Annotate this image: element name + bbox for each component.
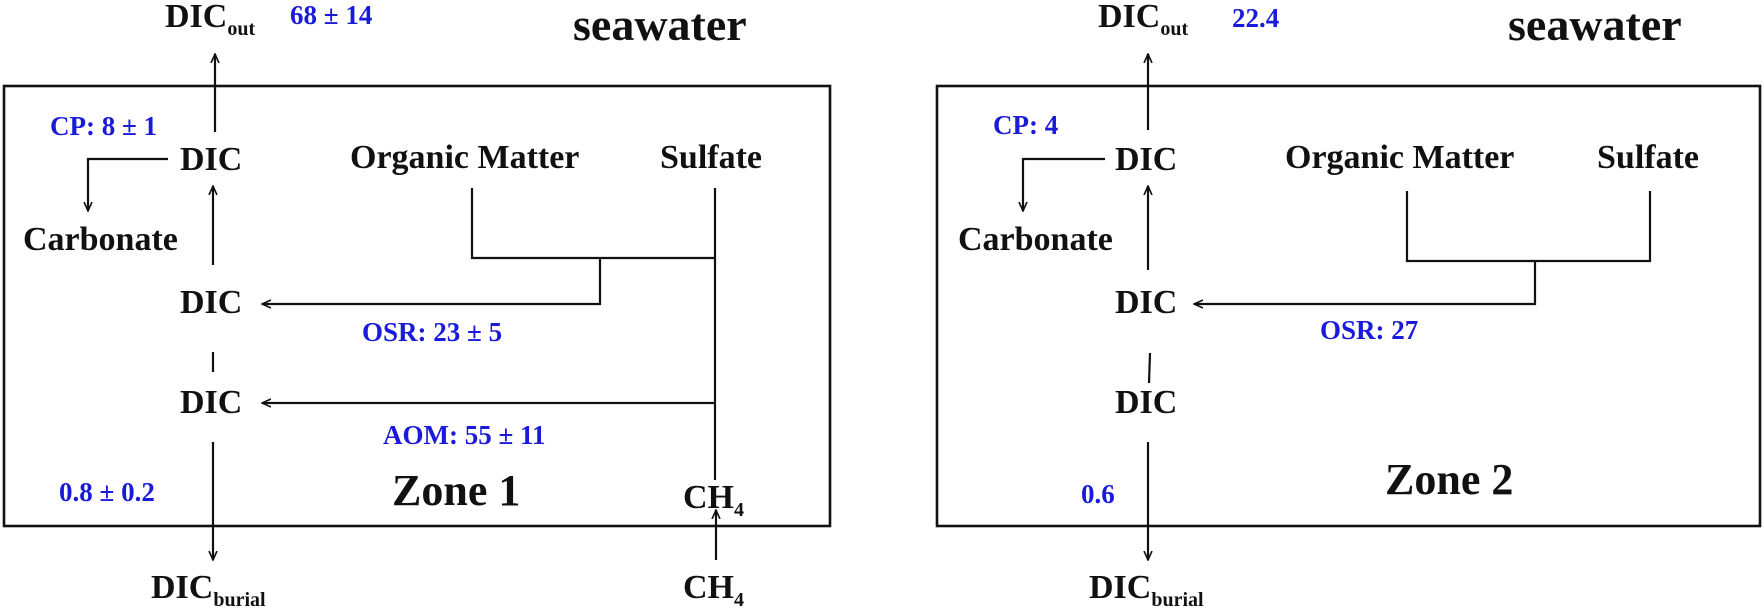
dic-burial-value: 0.6 (1081, 479, 1115, 509)
osr-arrow (1194, 261, 1537, 304)
dic-out-label: DICout (1098, 0, 1188, 40)
dic-node-lower: DIC (1115, 384, 1177, 421)
carbonate-label: Carbonate (958, 221, 1113, 258)
carbonate-label: Carbonate (23, 221, 178, 258)
osr-arrow (262, 258, 602, 304)
sulfate-label: Sulfate (660, 139, 762, 176)
osr-bracket (470, 188, 717, 260)
cp-value: CP: 4 (993, 110, 1058, 140)
dic-burial-label: DICburial (151, 569, 266, 610)
osr-value: OSR: 27 (1320, 315, 1418, 345)
zone-label: Zone 2 (1385, 455, 1513, 504)
zone-1-panel: DICout 68 ± 14 seawater CP: 8 ± 1 DIC Ca… (2, 0, 832, 610)
aom-value: AOM: 55 ± 11 (383, 420, 546, 450)
osr-value: OSR: 23 ± 5 (362, 317, 502, 347)
dic-low-to-mid-line (1147, 352, 1152, 384)
seawater-label: seawater (1508, 0, 1682, 50)
zone-1-box (2, 84, 832, 528)
dic-node-top: DIC (1115, 141, 1177, 178)
dic-node-top: DIC (180, 141, 242, 178)
ch4-inner-label: CH4 (683, 479, 744, 521)
carbonate-arrow (88, 157, 168, 211)
dic-node-lower: DIC (180, 384, 242, 421)
osr-bracket (1405, 191, 1652, 263)
dic-out-label: DICout (165, 0, 255, 40)
seawater-label: seawater (573, 0, 747, 50)
dic-burial-value: 0.8 ± 0.2 (59, 477, 155, 507)
dic-node-middle: DIC (180, 284, 242, 321)
organic-matter-label: Organic Matter (350, 139, 579, 176)
ch4-outer-label: CH4 (683, 569, 744, 610)
zone-label: Zone 1 (392, 466, 520, 515)
organic-matter-label: Organic Matter (1285, 139, 1514, 176)
zone-2-box (935, 84, 1762, 528)
dic-out-value: 68 ± 14 (290, 0, 372, 30)
zone-2-panel: DICout 22.4 seawater CP: 4 DIC Carbonate… (935, 0, 1762, 610)
carbonate-arrow (1023, 157, 1105, 211)
dic-out-value: 22.4 (1232, 3, 1279, 33)
cp-value: CP: 8 ± 1 (50, 111, 157, 141)
dic-node-middle: DIC (1115, 284, 1177, 321)
sulfate-label: Sulfate (1597, 139, 1699, 176)
dic-burial-label: DICburial (1089, 569, 1204, 610)
